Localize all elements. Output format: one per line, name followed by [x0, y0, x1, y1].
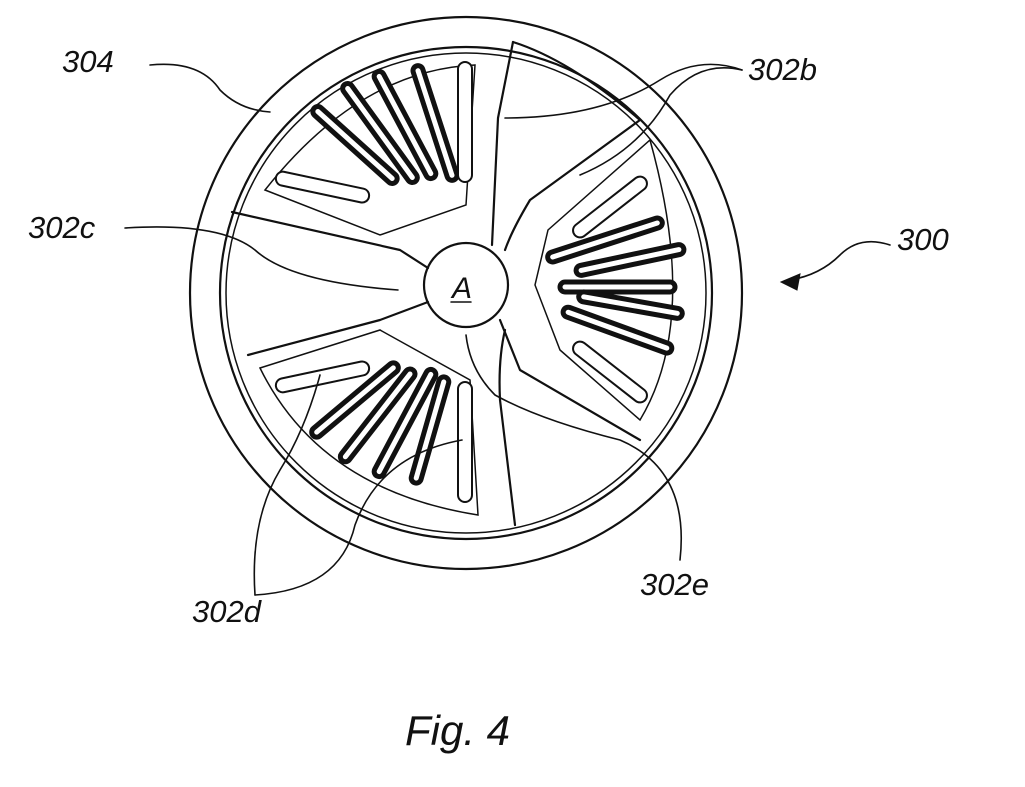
slot: [458, 62, 472, 182]
hub-label: A: [450, 272, 472, 305]
leader-lines: [125, 64, 890, 595]
label-302c: 302c: [28, 210, 96, 245]
label-302d: 302d: [192, 594, 263, 629]
segment-upper-left: [265, 62, 475, 235]
central-hub: A: [424, 243, 508, 327]
label-300: 300: [897, 222, 949, 257]
slot: [458, 382, 472, 502]
slot: [570, 339, 650, 405]
label-304: 304: [62, 44, 114, 79]
slot: [560, 282, 675, 292]
figure-caption: Fig. 4: [405, 707, 510, 754]
segment-lower-left: [260, 330, 478, 515]
label-302e: 302e: [640, 567, 709, 602]
label-302b: 302b: [748, 52, 817, 87]
slot: [275, 360, 371, 393]
segment-right: [535, 140, 685, 420]
